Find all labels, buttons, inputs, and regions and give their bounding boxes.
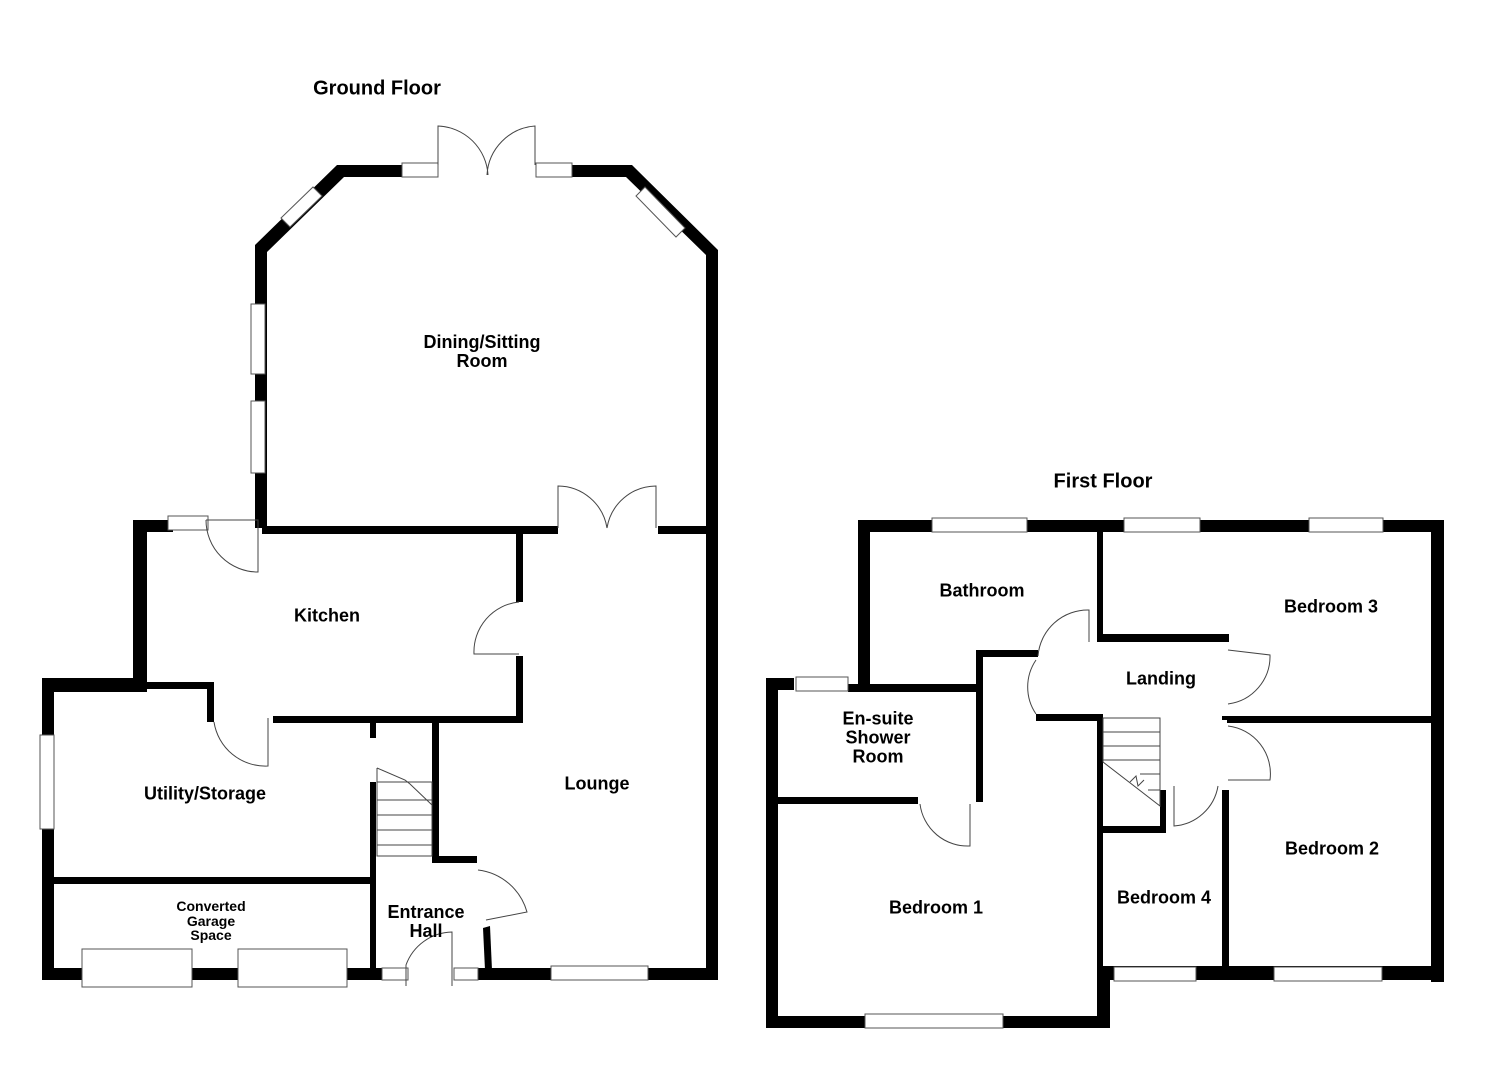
room-label-landing: Landing <box>1126 668 1196 689</box>
ground-floor-title: Ground Floor <box>313 77 441 100</box>
ground-floor-doors <box>205 125 657 986</box>
room-label-ensuite-shower-room: En-suite Shower Room <box>842 708 914 767</box>
room-label-entrance-hall: Entrance Hall <box>387 902 465 941</box>
room-label-lounge: Lounge <box>564 773 630 794</box>
room-label-bedroom-4: Bedroom 4 <box>1116 887 1212 908</box>
room-label-bedroom-3: Bedroom 3 <box>1283 596 1379 617</box>
ground-floor-windows <box>39 162 686 988</box>
room-label-bedroom-2: Bedroom 2 <box>1284 838 1380 859</box>
first-floor-doors <box>919 609 1271 847</box>
ground-floor-walls <box>42 165 718 980</box>
room-label-converted-garage: Converted Garage Space <box>176 897 246 944</box>
room-label-kitchen: Kitchen <box>293 605 361 626</box>
first-floor-title: First Floor <box>1053 470 1153 493</box>
room-label-bathroom: Bathroom <box>939 580 1025 601</box>
room-label-utility-storage: Utility/Storage <box>143 783 267 804</box>
first-floor-windows <box>795 517 1384 1029</box>
room-label-dining-sitting-room: Dining/Sitting Room <box>423 332 541 371</box>
room-label-bedroom-1: Bedroom 1 <box>888 897 984 918</box>
